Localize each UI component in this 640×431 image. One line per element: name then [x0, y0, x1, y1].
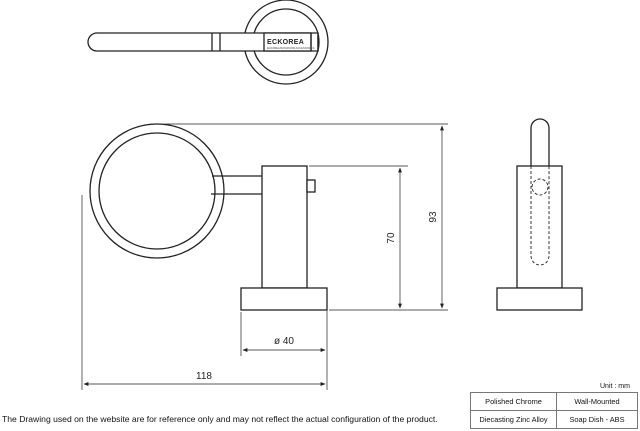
disclaimer-text: The Drawing used on the website are for … [2, 414, 438, 424]
side-view-base-plate [496, 287, 583, 311]
front-view [89, 123, 328, 311]
spec-mounting: Wall-Mounted [556, 392, 638, 411]
front-view-inner-ring [98, 132, 216, 250]
post-height-dimension-label: 70 [386, 232, 397, 244]
side-view-ring-profile [530, 118, 550, 166]
spec-row: Polished Chrome Wall-Mounted [470, 392, 638, 411]
spec-finish: Polished Chrome [470, 392, 557, 411]
top-view-arm [87, 32, 319, 52]
side-view-post [516, 165, 563, 289]
brand-tagline: ECKOREA BATHROOM ACCESSORIES [267, 46, 315, 50]
front-view-pin [306, 179, 316, 193]
side-view [496, 118, 583, 311]
side-view-ring-hidden [530, 166, 550, 266]
top-view [87, 0, 329, 85]
front-view-post [261, 165, 308, 289]
unit-label: Unit : mm [600, 383, 630, 390]
total-height-dimension-label: 93 [428, 211, 439, 223]
spec-material: Diecasting Zinc Alloy [470, 410, 557, 429]
side-view-pin-hidden [531, 178, 549, 196]
brand-name: ECKOREA [267, 39, 304, 46]
dimension-lines [81, 123, 448, 390]
front-view-base-plate [240, 287, 328, 311]
spec-row: Diecasting Zinc Alloy Soap Dish - ABS [470, 410, 638, 429]
front-view-outer-ring [89, 123, 225, 259]
diameter-dimension-label: ø 40 [274, 336, 294, 347]
spec-table: Polished Chrome Wall-Mounted Diecasting … [470, 392, 638, 429]
width-dimension-label: 118 [196, 371, 212, 382]
spec-dish-material: Soap Dish - ABS [556, 410, 638, 429]
